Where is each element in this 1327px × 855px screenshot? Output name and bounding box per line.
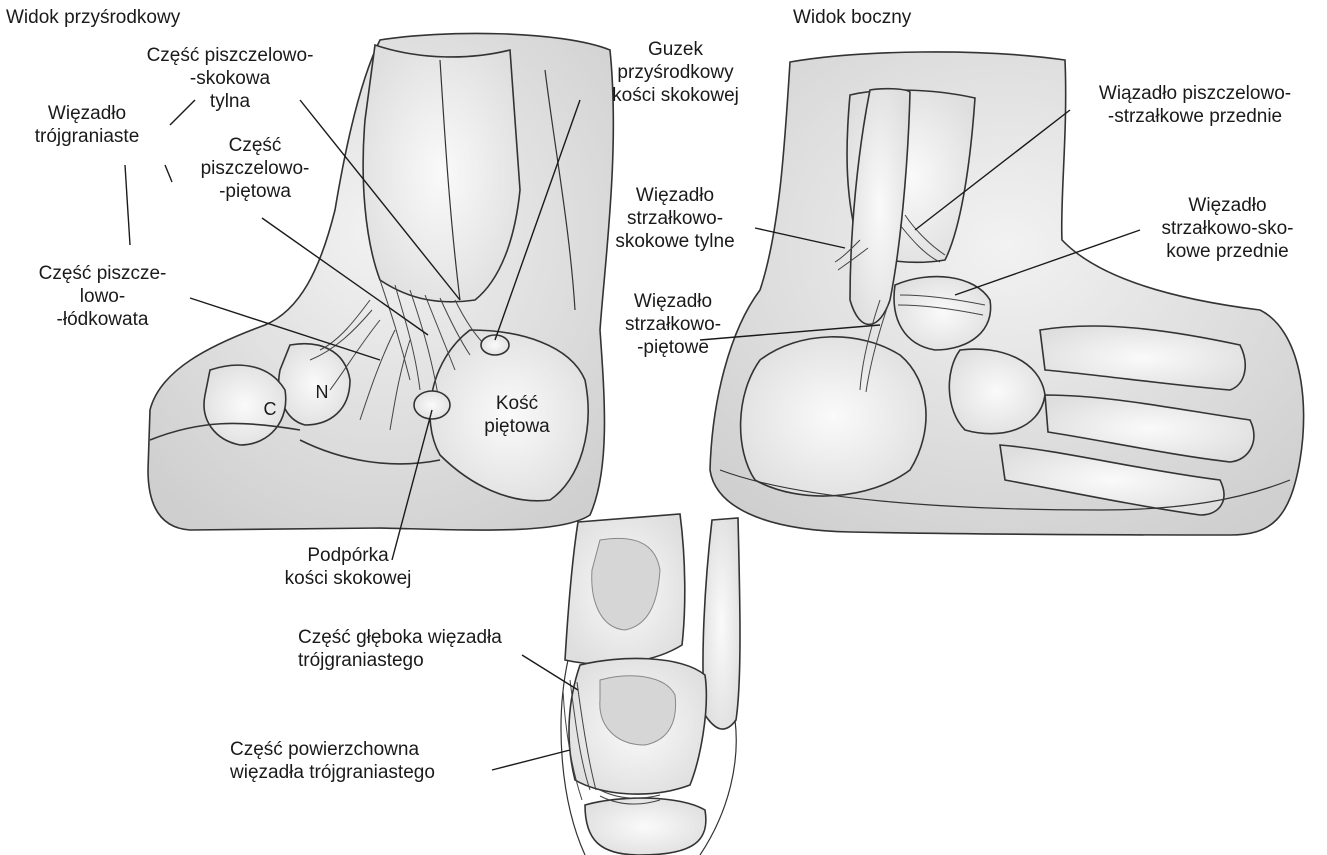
coronal-section-drawing [561,514,740,855]
lateral-calcaneus [741,337,926,496]
lateral-view-title: Widok boczny [793,6,911,29]
label-navicular: N [310,381,334,404]
coronal-soft-tissue-right [700,720,736,855]
coronal-fibula [703,518,740,729]
leader-deltoid-mid [165,165,172,182]
label-sustentaculum: Podpórka kości skokowej [258,544,438,590]
coronal-calcaneus [585,798,706,855]
label-tibionavicular: Część piszcze- lowo- -łódkowata [20,262,185,331]
label-deltoid-ligament: Więzadło trójgraniaste [12,102,162,148]
label-calcaneus: Kość piętowa [462,392,572,438]
label-calcaneofibular: Więzadło strzałkowo- -piętowe [598,290,748,359]
label-deep-deltoid: Część głęboka więzadła trójgraniastego [298,626,568,672]
label-superficial-deltoid: Część powierzchowna więzadła trójgranias… [230,738,500,784]
label-medial-tubercle: Guzek przyśrodkowy kości skokowej [583,38,768,107]
leader-deltoid-lower [125,165,130,245]
label-anterior-talofibular: Więzadło strzałkowo-sko- kowe przednie [1140,194,1315,263]
sustentaculum-shape [414,391,450,419]
label-tibiocalcaneal: Część piszczelowo- -piętowa [175,134,335,203]
medial-view-title: Widok przyśrodkowy [6,6,180,29]
label-posterior-talofibular: Więzadło strzałkowo- skokowe tylne [600,184,750,253]
leader-superficial-deltoid [492,750,570,770]
label-anterior-tibiofibular: Wiązadło piszczelowo- -strzałkowe przedn… [1070,82,1320,128]
label-cuneiform: C [258,398,282,421]
